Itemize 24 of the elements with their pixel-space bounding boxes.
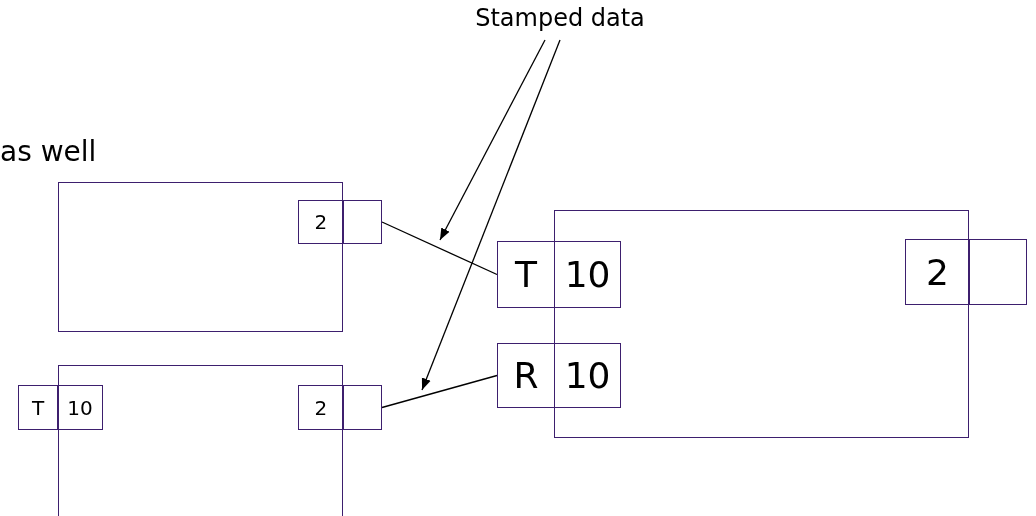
port-label: 10	[564, 254, 611, 295]
port-box	[497, 241, 621, 308]
block-box	[554, 210, 969, 438]
port-label: 2	[926, 251, 949, 293]
port-label: 2	[314, 395, 328, 420]
port-box	[298, 200, 382, 244]
block-box	[58, 365, 343, 516]
caption-text: as well	[0, 135, 97, 168]
connector-line	[381, 374, 498, 409]
port-box	[18, 385, 103, 430]
port-label: T	[31, 395, 45, 420]
leader-line	[439, 39, 546, 241]
port-box	[298, 385, 382, 430]
leader-line	[421, 39, 561, 391]
port-label: 10	[67, 395, 93, 420]
port-label: 2	[314, 210, 328, 234]
connector-line	[381, 221, 498, 276]
port-label: R	[513, 355, 539, 396]
port-box	[905, 239, 1027, 305]
callout-text: Stamped data	[440, 4, 680, 40]
port-label: T	[515, 254, 538, 295]
port-box	[497, 343, 621, 408]
block-box	[58, 182, 343, 332]
port-label: 10	[564, 355, 611, 396]
